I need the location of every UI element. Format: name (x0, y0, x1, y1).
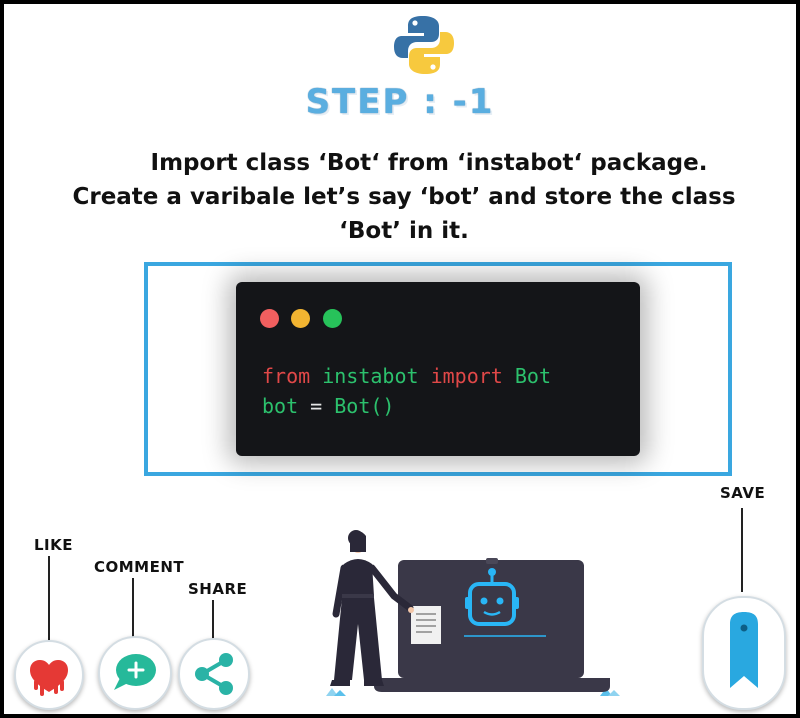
window-maximize-dot (323, 309, 342, 328)
code-token: = (310, 394, 323, 418)
post-frame: STEP : -1 Import class ‘Bot‘ from ‘insta… (4, 4, 796, 714)
description-line-3: ‘Bot’ in it. (339, 218, 469, 244)
robot-laptop-illustration (326, 530, 620, 696)
code-frame: from instabot import Bot bot = Bot() (144, 262, 732, 476)
code-token: from (262, 364, 311, 388)
like-button[interactable] (14, 640, 84, 710)
save-label: SAVE (720, 484, 766, 502)
share-label: SHARE (188, 580, 248, 598)
code-token: bot (262, 394, 299, 418)
description-line-1: Import class ‘Bot‘ from ‘instabot‘ packa… (150, 150, 708, 176)
description-line-2: Create a varibale let’s say ‘bot’ and st… (72, 184, 736, 210)
share-pointer-line (212, 600, 214, 644)
like-pointer-line (48, 556, 50, 646)
code-window: from instabot import Bot bot = Bot() (236, 282, 640, 456)
heart-icon (30, 660, 68, 696)
step-title: STEP : -1 (305, 82, 495, 122)
comment-plus-icon (114, 654, 156, 690)
code-line-2: bot = Bot() (262, 394, 394, 418)
python-logo-icon (394, 16, 454, 74)
comment-label: COMMENT (94, 558, 185, 576)
comment-pointer-line (132, 578, 134, 644)
save-button[interactable] (702, 596, 786, 710)
like-label: LIKE (34, 536, 74, 554)
step-description: Import class ‘Bot‘ from ‘instabot‘ packa… (24, 146, 784, 248)
save-pointer-line (741, 508, 743, 592)
share-button[interactable] (178, 638, 250, 710)
bookmark-icon (730, 612, 758, 688)
window-close-dot (260, 309, 279, 328)
code-token: import (430, 364, 503, 388)
code-token: Bot() (334, 394, 395, 418)
share-icon (195, 653, 233, 695)
window-minimize-dot (291, 309, 310, 328)
code-line-1: from instabot import Bot (262, 364, 551, 388)
code-token: Bot (514, 364, 552, 388)
comment-button[interactable] (98, 636, 172, 710)
code-token: instabot (322, 364, 419, 388)
